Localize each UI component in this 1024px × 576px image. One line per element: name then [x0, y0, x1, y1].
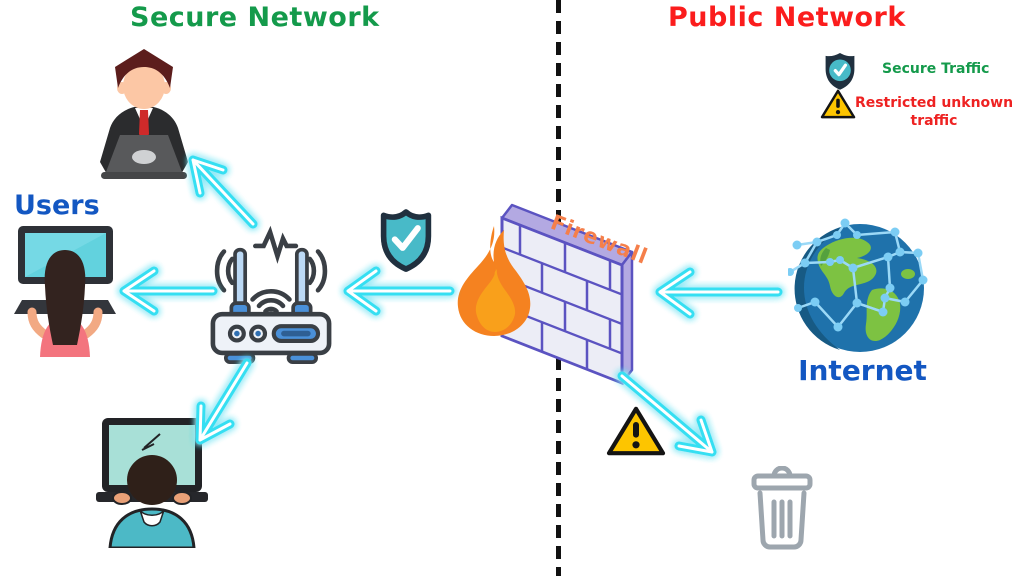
arrow-internet-to-firewall	[655, 267, 783, 319]
arrow-router-to-top-user	[188, 155, 258, 229]
female-user-icon	[8, 224, 122, 358]
fire-icon	[448, 224, 534, 336]
business-user-icon	[88, 42, 200, 180]
internet-globe-icon	[788, 212, 933, 362]
legend-secure-shield-icon	[822, 50, 858, 92]
legend-restricted-line1: Restricted unknown	[854, 95, 1014, 111]
legend-warning-icon	[820, 88, 856, 120]
public-network-title: Public Network	[668, 2, 906, 33]
router-icon	[196, 222, 346, 364]
firewall-wall	[494, 196, 650, 388]
legend-secure-traffic-label: Secure Traffic	[882, 61, 990, 77]
secure-shield-check-icon	[378, 206, 434, 274]
arrow-firewall-to-router	[343, 266, 455, 316]
secure-network-title: Secure Network	[130, 2, 380, 33]
internet-label: Internet	[798, 354, 927, 387]
legend-restricted-line2: traffic	[910, 113, 958, 129]
trash-bin-icon	[750, 466, 814, 552]
legend-restricted-label: Restricted unknown traffic	[850, 94, 1018, 130]
male-user-icon	[94, 416, 210, 548]
warning-triangle-icon	[606, 404, 666, 458]
users-label: Users	[14, 190, 100, 221]
